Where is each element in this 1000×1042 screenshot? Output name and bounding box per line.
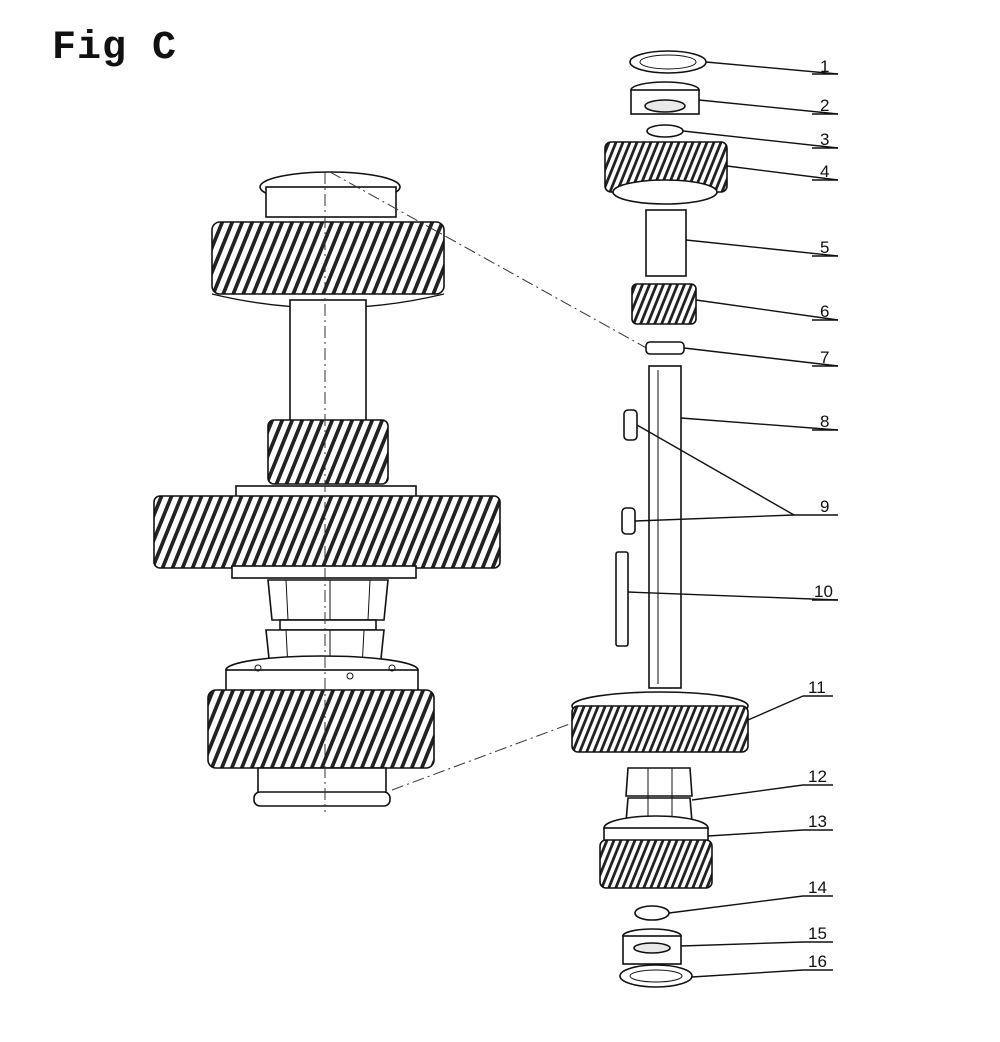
- assembled-top-collar: [265, 186, 397, 218]
- assembled-bottom-collar: [257, 767, 387, 795]
- assembled-shaft-body: [289, 299, 367, 426]
- assembled-shaft: [153, 171, 501, 812]
- part-10-long-key: [615, 551, 629, 647]
- part-8-shaft: [648, 365, 682, 689]
- assembled-bottom-bearing: [253, 791, 391, 807]
- projection-line-upper: [329, 171, 651, 351]
- assembled-lower-gear: [207, 689, 435, 769]
- figure-title: Fig C: [52, 26, 178, 71]
- callout-3: 3: [820, 130, 829, 149]
- callout-6: 6: [820, 302, 829, 321]
- callout-10: 10: [814, 582, 833, 601]
- assembled-gear-lower-hub: [231, 565, 417, 579]
- part-1-seal-ring: [629, 50, 707, 74]
- part-11-gear: [571, 705, 749, 753]
- assembled-hex-nut-upper: [267, 579, 389, 621]
- callout-15: 15: [808, 924, 827, 943]
- part-16-seal-ring: [619, 964, 693, 988]
- assembled-washer: [279, 619, 377, 631]
- part-12-nut-upper: [625, 767, 693, 797]
- part-13-gear: [599, 839, 713, 889]
- callout-12: 12: [808, 767, 827, 786]
- callout-1: 1: [820, 57, 829, 76]
- exploded-parts: [571, 50, 749, 988]
- callout-underlines: [794, 73, 838, 971]
- assembled-upper-gear: [211, 221, 445, 295]
- callout-4: 4: [820, 162, 829, 181]
- part-5-sleeve: [645, 209, 687, 277]
- assembled-main-gear: [153, 495, 501, 569]
- part-7-spacer: [645, 341, 685, 355]
- projection-line-lower: [391, 721, 576, 791]
- callout-leaders: [627, 61, 839, 978]
- assembled-pinion-gear: [267, 419, 389, 485]
- part-14-spacer: [634, 905, 670, 921]
- part-9-key-lower: [621, 507, 636, 535]
- callout-14: 14: [808, 878, 827, 897]
- callout-5: 5: [820, 238, 829, 257]
- callout-11: 11: [808, 678, 826, 697]
- callout-9: 9: [820, 497, 829, 516]
- callout-13: 13: [808, 812, 827, 831]
- part-6-pinion: [631, 283, 697, 325]
- callout-labels: 1 2 3 4 5 6 7 8 9 10 11 12 13 14 15 16: [808, 57, 833, 971]
- callout-2: 2: [820, 96, 829, 115]
- callout-8: 8: [820, 412, 829, 431]
- callout-7: 7: [820, 348, 829, 367]
- callout-16: 16: [808, 952, 827, 971]
- part-9-key-upper: [623, 409, 638, 441]
- part-3-spacer: [646, 124, 684, 138]
